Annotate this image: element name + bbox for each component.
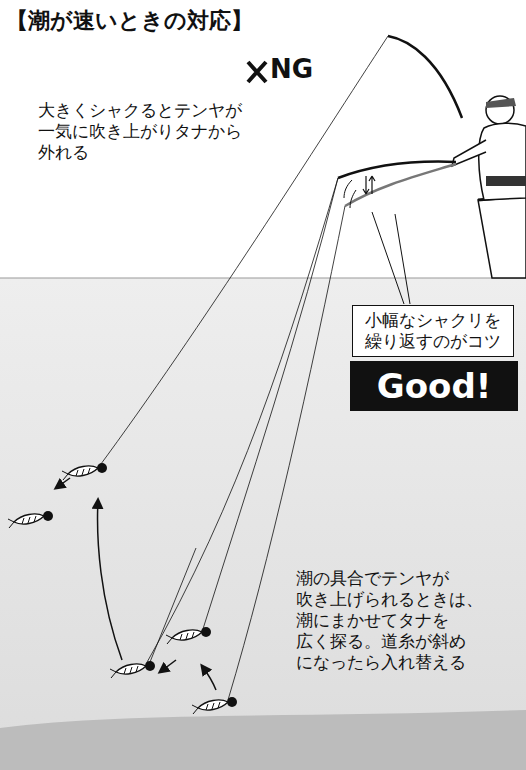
node-text: Good! xyxy=(377,366,491,406)
node-text: 小幅なシャクリを 繰り返すのがコツ xyxy=(365,310,501,352)
good-box: Good! xyxy=(350,361,518,411)
tip-box: 小幅なシャクリを 繰り返すのがコツ xyxy=(352,305,514,357)
ng-mark: NG xyxy=(270,54,313,84)
note: 潮の具合でテンヤが 吹き上げられるときは、 潮にまかせてタナを 広く探る。道糸が… xyxy=(296,568,483,673)
title: 【潮が速いときの対応】 xyxy=(6,6,253,36)
note: 大きくシャクるとテンヤが 一気に吹き上がりタナから 外れる xyxy=(38,100,242,163)
